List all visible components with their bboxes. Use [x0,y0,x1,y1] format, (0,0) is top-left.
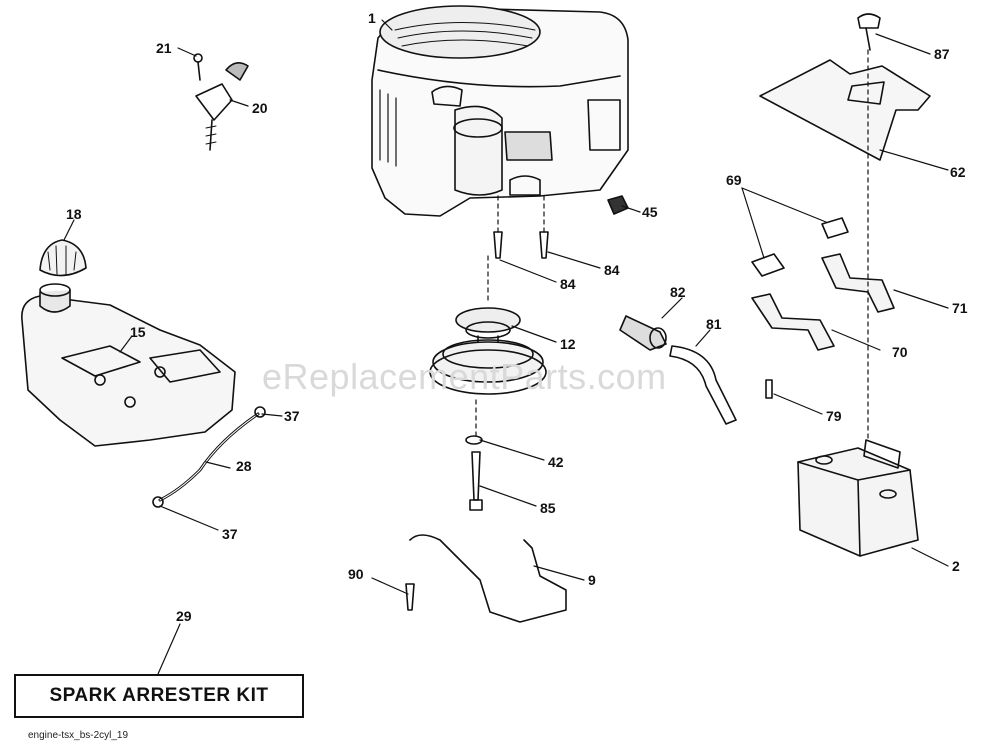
screw-21 [193,53,203,81]
engine-part [371,5,629,217]
callout-9: 9 [588,572,596,588]
callout-21: 21 [156,40,172,56]
callout-45: 45 [642,204,658,220]
exhaust-pipe-71 [821,253,895,313]
leader-lines [63,19,949,675]
callout-82: 82 [670,284,686,300]
bolts-84 [493,231,549,259]
control-bracket-20 [195,62,249,151]
callout-87: 87 [934,46,950,62]
spark-arrester-kit-label: SPARK ARRESTER KIT [49,685,269,706]
exhaust-pipe-70 [751,293,835,351]
diagram-code: engine-tsx_bs-2cyl_19 [28,730,129,741]
screw-79 [765,379,773,399]
callout-84-left: 84 [560,276,576,292]
watermark-text: eReplacementParts.com [262,356,667,397]
hose-81 [669,345,737,425]
callout-84-right: 84 [604,262,620,278]
bracket-9 [409,534,567,623]
callout-62: 62 [950,164,966,180]
breather-82 [619,315,667,351]
callout-28: 28 [236,458,252,474]
callout-20: 20 [252,100,268,116]
muffler-2 [797,439,919,557]
fuel-line-28 [158,412,260,502]
assembly-lines [475,49,869,441]
pulley-12 [429,307,547,395]
callout-81: 81 [706,316,722,332]
screw-90 [405,583,415,611]
callout-69: 69 [726,172,742,188]
callout-12: 12 [560,336,576,352]
callout-37-lower: 37 [222,526,238,542]
callout-79: 79 [826,408,842,424]
heat-shield-62 [759,59,931,161]
hose-clamp-37 [152,406,266,508]
callout-70: 70 [892,344,908,360]
fuel-cap-18 [39,239,87,277]
callout-90: 90 [348,566,364,582]
callout-1: 1 [368,10,376,26]
callout-29: 29 [176,608,192,624]
callout-85: 85 [540,500,556,516]
spark-arrester-kit-box: SPARK ARRESTER KIT [14,674,304,718]
fuel-tank-15 [21,283,236,447]
callout-71: 71 [952,300,968,316]
callout-2: 2 [952,558,960,574]
bolt-87 [857,13,881,51]
callout-42: 42 [548,454,564,470]
callout-18: 18 [66,206,82,222]
bolt-85 [469,451,483,511]
callout-37-upper: 37 [284,408,300,424]
gaskets-69 [751,217,849,277]
fitting-45 [607,195,629,215]
callout-15: 15 [130,324,146,340]
